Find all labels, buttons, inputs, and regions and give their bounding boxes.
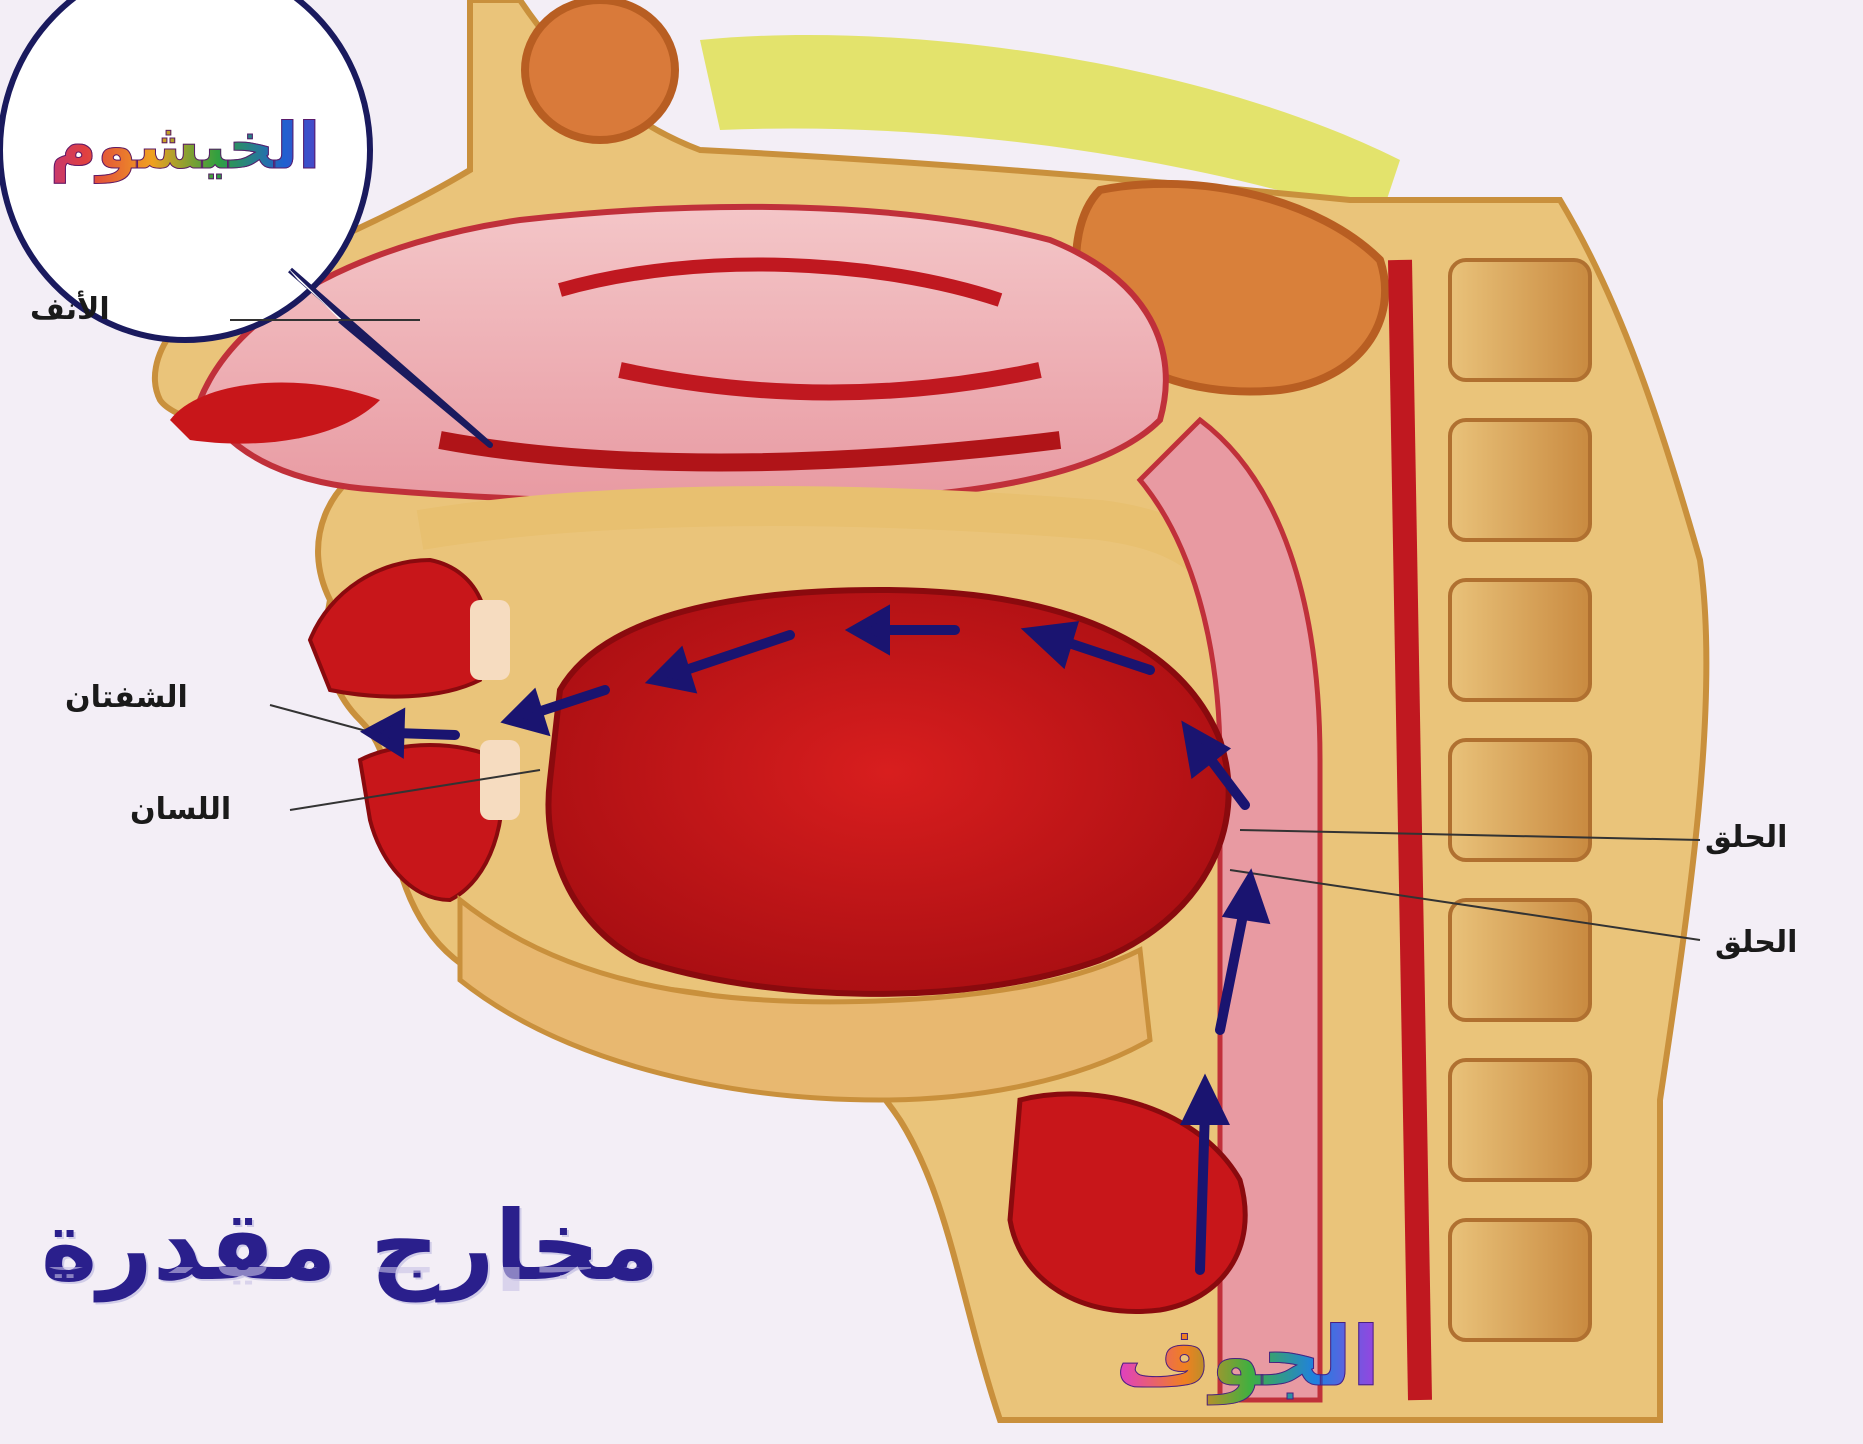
vertebra — [1450, 580, 1590, 700]
throat-upper-label: الحلق — [1705, 820, 1787, 855]
throat-lower-label: الحلق — [1715, 925, 1797, 960]
nose-label: الأنف — [30, 292, 110, 327]
title-reflection: مخارج مقدرة — [20, 1267, 680, 1300]
tongue-label: اللسان — [130, 792, 231, 827]
vertebra — [1450, 1060, 1590, 1180]
vertebra — [1450, 740, 1590, 860]
vertebra — [1450, 1220, 1590, 1340]
jawf-label: الجوف — [1120, 1310, 1380, 1405]
vertebra — [1450, 420, 1590, 540]
vertebra — [1450, 260, 1590, 380]
upper-teeth — [470, 600, 510, 680]
frontal-sinus — [525, 0, 675, 140]
lower-teeth — [480, 740, 520, 820]
vertebra — [1450, 900, 1590, 1020]
khayshum-label: الخيشوم — [20, 110, 350, 184]
lips-label: الشفتان — [65, 680, 188, 715]
arrow — [1200, 1110, 1205, 1270]
